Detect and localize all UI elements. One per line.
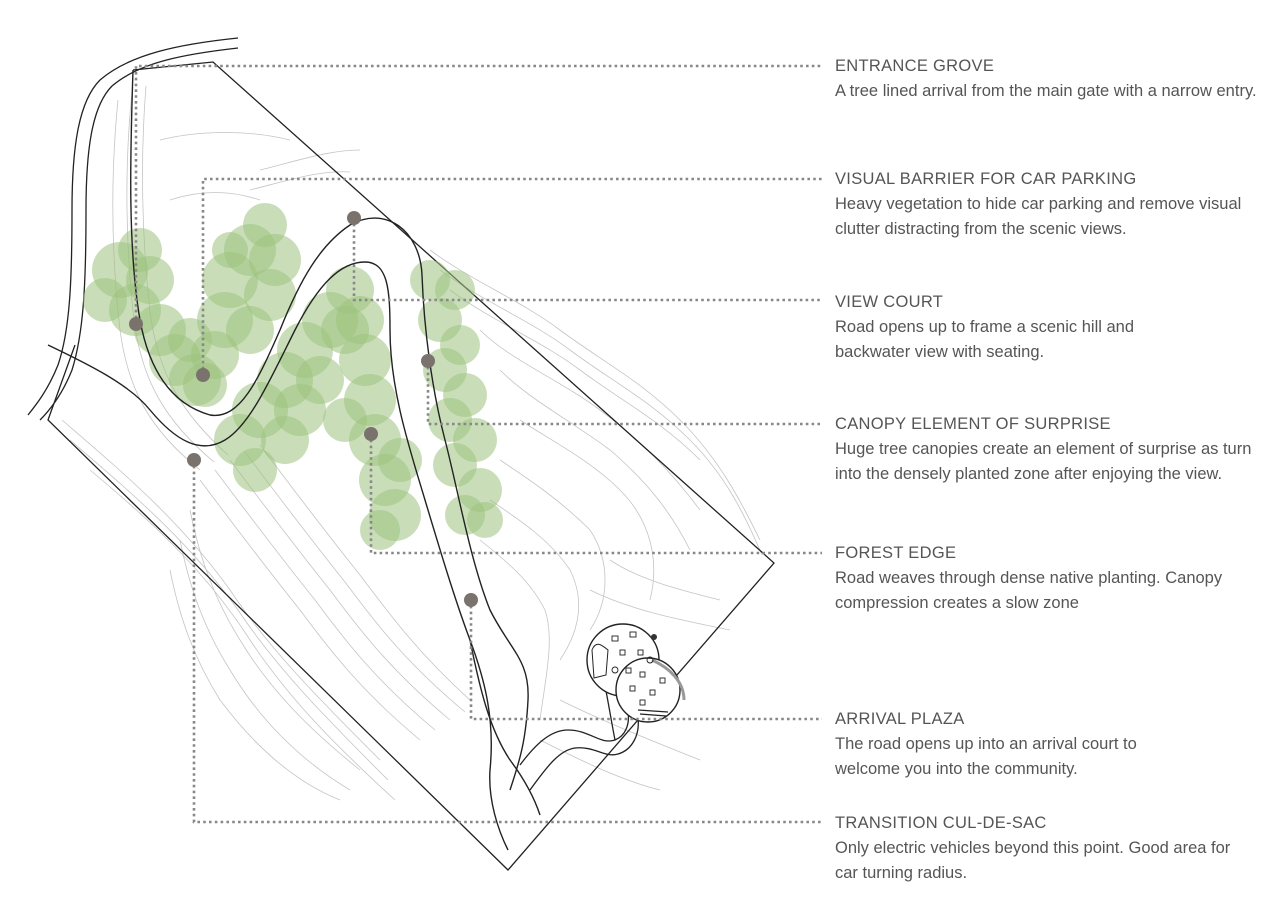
marker-forest-edge [364,427,378,441]
annotation-title: FOREST EDGE [835,544,957,562]
leader-lines [134,64,822,824]
arrival-plaza-plan [586,623,686,723]
vegetation [83,203,503,550]
annotation-visual-barrier: VISUAL BARRIER FOR CAR PARKING Heavy veg… [835,167,1263,242]
marker-view-court [347,211,361,225]
marker-arrival-plaza [464,593,478,607]
annotation-description: Only electric vehicles beyond this point… [835,839,1231,882]
marker-visual-barrier [196,368,210,382]
annotation-title: ENTRANCE GROVE [835,57,995,75]
annotation-canopy: CANOPY ELEMENT OF SURPRISE Huge tree can… [835,412,1265,487]
annotation-title: CANOPY ELEMENT OF SURPRISE [835,415,1111,433]
marker-entrance-grove [129,317,143,331]
annotation-description: Road opens up to frame a scenic hill and… [835,318,1135,361]
annotation-cul-de-sac: TRANSITION CUL-DE-SAC Only electric vehi… [835,811,1235,886]
marker-cul-de-sac [187,453,201,467]
annotation-description: Huge tree canopies create an element of … [835,440,1252,483]
annotation-description: The road opens up into an arrival court … [835,735,1137,778]
annotation-title: VIEW COURT [835,293,944,311]
marker-canopy [421,354,435,368]
location-markers [129,211,478,607]
annotation-view-court: VIEW COURT Road opens up to frame a scen… [835,290,1195,365]
annotation-description: Road weaves through dense native plantin… [835,569,1223,612]
contour-lines [61,85,763,801]
annotation-arrival-plaza: ARRIVAL PLAZA The road opens up into an … [835,707,1195,782]
annotation-title: TRANSITION CUL-DE-SAC [835,814,1047,832]
annotation-forest-edge: FOREST EDGE Road weaves through dense na… [835,541,1235,616]
annotation-description: A tree lined arrival from the main gate … [835,82,1257,100]
annotation-description: Heavy vegetation to hide car parking and… [835,195,1242,238]
annotation-title: VISUAL BARRIER FOR CAR PARKING [835,170,1137,188]
annotation-entrance-grove: ENTRANCE GROVE A tree lined arrival from… [835,54,1263,104]
serpentine-road [47,69,541,851]
annotation-title: ARRIVAL PLAZA [835,710,965,728]
